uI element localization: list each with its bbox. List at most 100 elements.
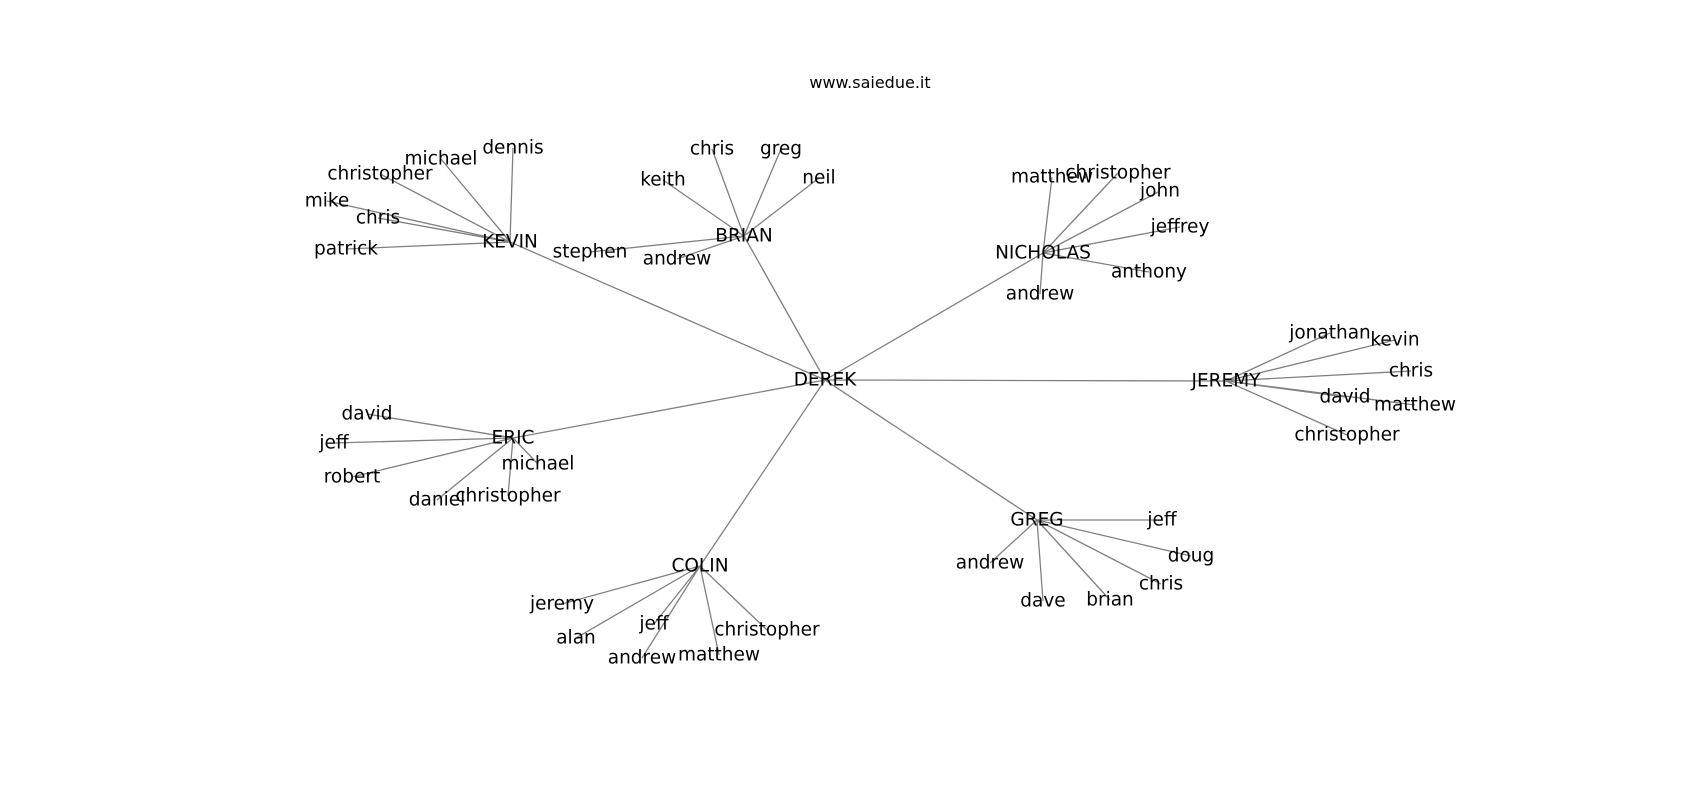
node-leaf-nicholas-christopher: christopher [1065,163,1171,184]
node-leaf-kevin-dennis: dennis [482,138,543,159]
edge-colin-christopher [699,565,768,631]
node-leaf-jeremy-matthew: matthew [1374,395,1456,416]
node-leaf-eric-jeff: jeff [318,433,350,454]
node-leaf-greg-andrew: andrew [956,553,1025,574]
edge-eric-christopher [507,437,514,497]
node-leaf-brian-stephen: stephen [553,242,628,263]
node-leaf-jeremy-kevin: kevin [1370,330,1419,351]
node-leaf-eric-christopher: christopher [455,486,561,507]
node-leaf-greg-doug: doug [1168,546,1215,567]
edge-nicholas-christopher [1042,172,1119,254]
edge-eric-robert [351,437,514,478]
edge-nicholas-andrew [1039,252,1044,295]
edge-colin-matthew [699,565,720,656]
node-leaf-kevin-christopher: christopher [327,164,433,185]
node-hub-colin: COLIN [671,556,728,577]
edge-kevin-patrick [345,241,511,250]
edge-center-colin [699,379,826,567]
node-leaf-brian-chris: chris [690,139,734,160]
node-leaf-brian-greg: greg [760,139,802,160]
node-leaf-kevin-patrick: patrick [314,239,378,260]
edge-nicholas-matthew [1042,176,1053,254]
node-center-derek: DEREK [794,370,857,391]
node-leaf-nicholas-matthew: matthew [1011,167,1093,188]
node-leaf-eric-michael: michael [502,454,575,475]
edge-center-brian [743,235,826,381]
node-hub-jeremy: JEREMY [1191,371,1262,392]
edge-colin-jeff [653,565,701,625]
edge-greg-brian [1036,519,1111,601]
edge-kevin-mike [326,200,511,243]
graph-edges [326,147,1416,659]
node-leaf-nicholas-john: john [1139,181,1180,202]
edge-eric-jeff [333,437,514,444]
graph-labels: DEREKKEVINdennismichaelchristophermikech… [305,138,1456,669]
edge-nicholas-anthony [1042,252,1150,273]
edge-greg-andrew [989,519,1038,564]
edge-jeremy-kevin [1225,339,1396,382]
edge-center-greg [824,379,1038,521]
node-leaf-jeremy-jonathan: jonathan [1288,323,1371,344]
edge-jeremy-jonathan [1225,332,1331,382]
edge-kevin-michael [440,158,511,243]
node-leaf-jeremy-david: david [1320,387,1371,408]
node-leaf-colin-christopher: christopher [714,620,820,641]
node-leaf-colin-jeff: jeff [638,614,670,635]
node-leaf-kevin-mike: mike [305,191,350,212]
node-leaf-brian-andrew: andrew [643,249,712,270]
edge-nicholas-john [1042,190,1161,254]
edge-center-kevin [509,241,826,381]
site-caption: www.saiedue.it [809,73,930,92]
edge-kevin-christopher [379,173,511,243]
node-leaf-kevin-michael: michael [405,149,478,170]
edge-greg-dave [1036,519,1044,602]
node-hub-nicholas: NICHOLAS [995,243,1091,264]
edge-center-eric [512,379,826,439]
edge-brian-andrew [676,235,745,260]
edge-brian-chris [711,148,745,237]
edge-colin-jeremy [561,565,701,605]
edge-jeremy-christopher [1225,380,1348,436]
node-leaf-eric-daniel: daniel [409,490,465,511]
edge-kevin-chris [377,217,511,243]
edge-colin-alan [575,565,701,639]
edge-eric-michael [512,437,539,465]
node-leaf-eric-robert: robert [324,467,381,488]
node-leaf-greg-brian: brian [1086,590,1134,611]
node-leaf-jeremy-christopher: christopher [1294,425,1400,446]
node-hub-greg: GREG [1010,510,1063,531]
node-leaf-nicholas-andrew: andrew [1006,284,1075,305]
node-leaf-kevin-chris: chris [356,208,400,229]
node-leaf-greg-chris: chris [1139,574,1183,595]
edge-jeremy-matthew [1225,380,1416,406]
edge-brian-neil [743,177,820,237]
edge-brian-stephen [589,235,745,253]
edge-brian-greg [743,148,782,237]
node-leaf-greg-jeff: jeff [1146,510,1178,531]
edge-center-nicholas [824,252,1044,381]
node-leaf-nicholas-jeffrey: jeffrey [1150,217,1210,238]
node-leaf-colin-alan: alan [556,628,596,649]
node-leaf-brian-neil: neil [802,168,835,189]
node-leaf-jeremy-chris: chris [1389,361,1433,382]
node-leaf-brian-keith: keith [640,170,686,191]
node-leaf-colin-andrew: andrew [608,648,677,669]
node-leaf-colin-matthew: matthew [678,645,760,666]
edge-eric-daniel [436,437,514,501]
edge-kevin-dennis [509,147,514,243]
edge-eric-david [366,413,514,439]
edge-greg-doug [1036,519,1192,557]
node-leaf-eric-david: david [342,404,393,425]
node-hub-brian: BRIAN [715,226,773,247]
node-leaf-colin-jeremy: jeremy [529,594,594,615]
edge-brian-keith [662,179,745,237]
edge-center-jeremy [824,379,1227,382]
edge-jeremy-chris [1225,370,1412,382]
node-leaf-nicholas-anthony: anthony [1111,262,1187,283]
node-leaf-greg-dave: dave [1020,591,1065,612]
edge-colin-andrew [641,565,701,659]
edge-nicholas-jeffrey [1042,226,1181,254]
node-hub-kevin: KEVIN [482,232,538,253]
edge-greg-chris [1036,519,1162,585]
